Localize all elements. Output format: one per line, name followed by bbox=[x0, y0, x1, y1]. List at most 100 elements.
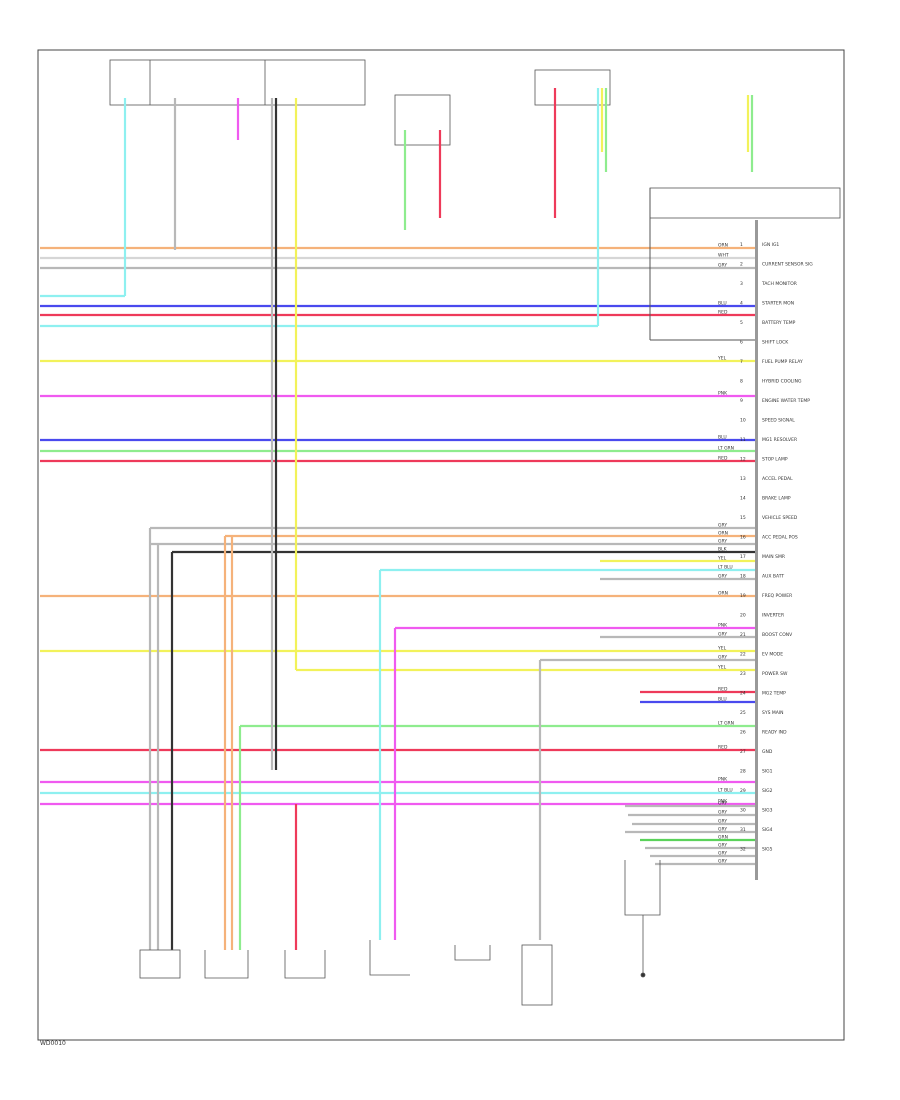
wire-color-label: PNK bbox=[718, 799, 728, 805]
pin-number: 15 bbox=[740, 515, 746, 521]
pin-number: 26 bbox=[740, 730, 746, 736]
pin-label: BATTERY TEMP bbox=[762, 320, 796, 326]
pin-label: BOOST CONV bbox=[762, 632, 793, 638]
wire-color-label: YEL bbox=[717, 646, 727, 652]
pin-label: GND bbox=[762, 749, 773, 755]
pin-label: SPEED SIGNAL bbox=[762, 418, 795, 424]
diagram-frame bbox=[37, 49, 845, 1041]
wire-color-label: LT BLU bbox=[718, 565, 733, 571]
pin-label: SHIFT LOCK bbox=[762, 340, 789, 346]
wire-color-label: GRY bbox=[718, 859, 727, 865]
pin-number: 13 bbox=[740, 476, 746, 482]
horizontal-wires: ORN WHT GRY BLU RED YEL PNK BLU LT GRN RED ORN YEL R… bbox=[40, 243, 755, 866]
ground-icon bbox=[640, 972, 646, 978]
pin-number: 16 bbox=[740, 535, 746, 541]
pin-number: 7 bbox=[740, 359, 743, 365]
wire-color-label: BLU bbox=[718, 697, 727, 703]
wire-color-label: GRY bbox=[718, 827, 727, 833]
wire-color-label: LT GRN bbox=[718, 446, 734, 452]
wire-color-label: GRY bbox=[718, 851, 727, 857]
pin-number: 24 bbox=[740, 691, 746, 697]
pin-number: 30 bbox=[740, 808, 746, 814]
pin-label: READY IND bbox=[762, 730, 787, 736]
vertical-wires bbox=[123, 88, 754, 950]
pin-number: 5 bbox=[740, 320, 743, 326]
pin-label: ACC PEDAL POS bbox=[762, 535, 798, 541]
pin-number: 20 bbox=[740, 613, 746, 619]
wire-color-label: RED bbox=[718, 745, 728, 751]
footer-code: WD0010 bbox=[40, 1040, 66, 1047]
wire-color-label: GRY bbox=[718, 810, 727, 816]
sensor-box-4 bbox=[369, 940, 410, 976]
pin-number: 31 bbox=[740, 827, 746, 833]
bottom-components bbox=[139, 860, 661, 1006]
pin-label: TACH MONITOR bbox=[761, 281, 797, 287]
pin-number: 9 bbox=[740, 398, 743, 404]
pin-label: VEHICLE SPEED bbox=[762, 515, 798, 521]
wire-color-label: GRY bbox=[718, 801, 727, 807]
pin-number: 28 bbox=[740, 769, 746, 775]
wire-color-label: PNK bbox=[718, 391, 728, 397]
sensor-box-3 bbox=[284, 950, 326, 979]
pin-label: MG1 RESOLVER bbox=[762, 437, 797, 443]
pin-label: BRAKE LAMP bbox=[762, 496, 791, 502]
wire-color-label: ORN bbox=[718, 531, 728, 537]
wire-color-label: BLU bbox=[718, 301, 727, 307]
wire-color-label: RED bbox=[718, 687, 728, 693]
wire-color-label: ORN bbox=[718, 591, 728, 597]
pin-label: FREQ POWER bbox=[762, 593, 792, 599]
wire-color-label: GRY bbox=[718, 819, 727, 825]
pin-label: SYS MAIN bbox=[762, 710, 784, 716]
pin-number: 3 bbox=[740, 281, 743, 287]
wire-color-label: PNK bbox=[718, 777, 728, 783]
pin-number: 25 bbox=[740, 710, 746, 716]
ground-bracket bbox=[624, 860, 661, 916]
wire-color-label: GRN bbox=[718, 835, 728, 841]
wire-color-label: PNK bbox=[718, 623, 728, 629]
wire-color-label: RED bbox=[718, 310, 728, 316]
pin-label: FUEL PUMP RELAY bbox=[762, 359, 803, 365]
pin-label: IGN IG1 bbox=[762, 242, 779, 248]
pin-label: SIG3 bbox=[762, 808, 773, 814]
wire-color-label: LT GRN bbox=[718, 721, 734, 727]
sensor-box-1 bbox=[139, 949, 181, 979]
wire-color-label: YEL bbox=[717, 356, 727, 362]
pin-label: EV MODE bbox=[762, 652, 783, 658]
top-components bbox=[109, 59, 841, 219]
pin-label: STARTER MON bbox=[762, 301, 794, 307]
pin-number: 17 bbox=[740, 554, 746, 560]
pin-label: POWER SW bbox=[762, 671, 788, 677]
pin-label: AUX BATT bbox=[762, 574, 784, 580]
pin-number: 8 bbox=[740, 379, 743, 385]
pin-label: SIG2 bbox=[762, 788, 773, 794]
wire-color-label: BLK bbox=[718, 547, 728, 553]
wire-color-label: LT BLU bbox=[718, 788, 733, 794]
wire-color-label: ORN bbox=[718, 243, 728, 249]
pin-number: 21 bbox=[740, 632, 746, 638]
wire-color-label: YEL bbox=[717, 556, 727, 562]
wire-color-label: BLU bbox=[718, 435, 727, 441]
sensor-box-5 bbox=[454, 945, 491, 961]
pin-number: 22 bbox=[740, 652, 746, 658]
pin-label: HYBRID COOLING bbox=[762, 379, 802, 385]
pin-number: 23 bbox=[740, 671, 746, 677]
switch-block bbox=[394, 94, 451, 146]
wire-color-label: GRY bbox=[718, 574, 727, 580]
pin-number: 10 bbox=[740, 418, 746, 424]
pin-number: 29 bbox=[740, 788, 746, 794]
wire-color-label: GRY bbox=[718, 539, 727, 545]
pin-label: INVERTER bbox=[762, 613, 784, 619]
wire-color-label: WHT bbox=[718, 253, 729, 259]
wire-color-label: RED bbox=[718, 456, 728, 462]
pin-number: 14 bbox=[740, 496, 746, 502]
pin-label: ACCEL PEDAL bbox=[762, 476, 793, 482]
pin-number: 19 bbox=[740, 593, 746, 599]
pin-number: 32 bbox=[740, 847, 746, 853]
pin-label: ENGINE WATER TEMP bbox=[762, 398, 810, 404]
wire-color-label: GRY bbox=[718, 843, 727, 849]
pin-number: 11 bbox=[740, 437, 746, 443]
wire-color-label: GRY bbox=[718, 632, 727, 638]
right-connector-block bbox=[649, 187, 841, 219]
